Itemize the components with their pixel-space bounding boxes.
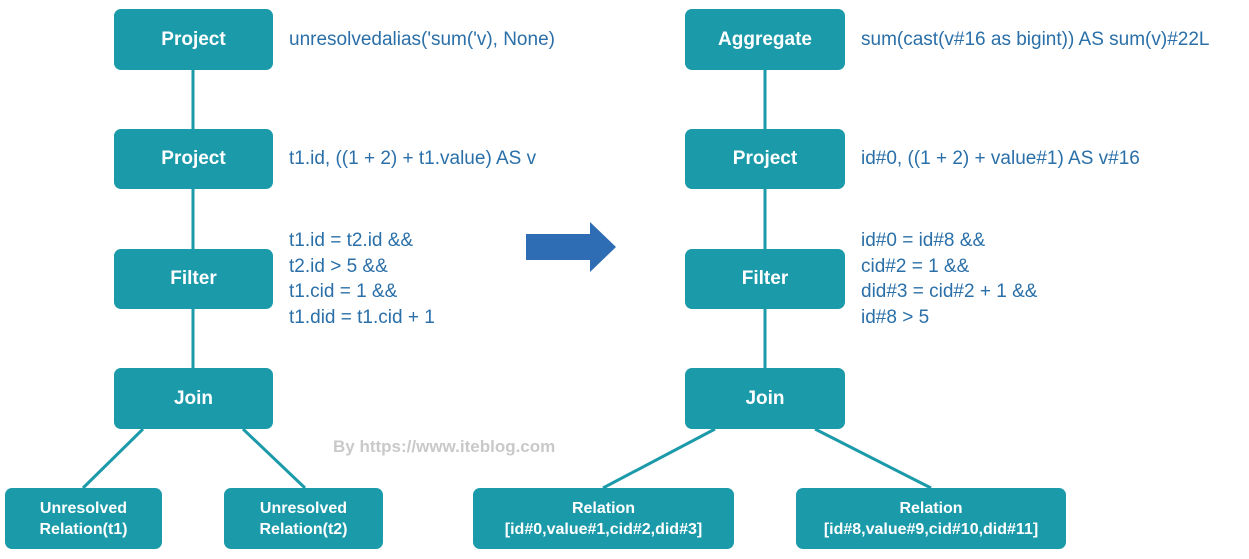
left-filter-condition-4: t1.did = t1.cid + 1 bbox=[289, 306, 435, 328]
left-project-label: Project bbox=[161, 148, 226, 169]
left-leaf1-line2: Relation(t1) bbox=[39, 520, 128, 538]
left-leaf-relation-t1: Unresolved Relation(t1) bbox=[5, 488, 162, 549]
left-leaf-relation-t2: Unresolved Relation(t2) bbox=[224, 488, 383, 549]
right-filter-condition-1: id#0 = id#8 && bbox=[861, 230, 986, 251]
right-filter-note: id#0 = id#8 && cid#2 = 1 && did#3 = cid#… bbox=[861, 228, 1037, 330]
left-project-node: Project bbox=[114, 129, 273, 189]
edge-left-join-leaf1 bbox=[81, 427, 145, 490]
right-join-label: Join bbox=[745, 387, 785, 409]
right-join-node: Join bbox=[685, 368, 845, 429]
right-leaf1-line2: [id#0,value#1,cid#2,did#3] bbox=[504, 520, 703, 538]
right-filter-condition-3: did#3 = cid#2 + 1 && bbox=[861, 281, 1038, 302]
right-project-label: Project bbox=[732, 148, 798, 169]
left-join-node: Join bbox=[114, 368, 273, 429]
right-aggregate-label: Aggregate bbox=[718, 28, 812, 50]
right-leaf2-line2: [id#8,value#9,cid#10,did#11] bbox=[823, 520, 1039, 538]
edge-right-join-leaf1 bbox=[602, 427, 716, 490]
right-aggregate-node: Aggregate bbox=[685, 9, 845, 70]
right-aggregate-note: sum(cast(v#16 as bigint)) AS sum(v)#22L bbox=[861, 29, 1210, 50]
transform-arrow bbox=[526, 222, 616, 272]
right-leaf1-line1: Relation bbox=[571, 499, 636, 517]
right-leaf-relation-2: Relation [id#8,value#9,cid#10,did#11] bbox=[796, 488, 1066, 549]
left-leaf1-line1: Unresolved bbox=[39, 499, 128, 517]
edge-right-join-leaf2 bbox=[814, 427, 932, 490]
right-leaf-relation-1: Relation [id#0,value#1,cid#2,did#3] bbox=[473, 488, 734, 549]
watermark: By https://www.iteblog.com bbox=[333, 437, 556, 456]
right-project-note: id#0, ((1 + 2) + value#1) AS v#16 bbox=[861, 148, 1140, 169]
left-filter-condition-1: t1.id = t2.id && bbox=[289, 230, 414, 251]
left-filter-node: Filter bbox=[114, 249, 273, 309]
left-leaf2-line2: Relation(t2) bbox=[259, 520, 348, 538]
left-project-top-label: Project bbox=[161, 28, 226, 50]
left-join-label: Join bbox=[173, 387, 214, 409]
right-filter-node: Filter bbox=[685, 249, 845, 309]
left-filter-note: t1.id = t2.id && t2.id > 5 && t1.cid = 1… bbox=[289, 228, 435, 330]
left-filter-condition-2: t2.id > 5 && bbox=[289, 255, 388, 277]
left-filter-label: Filter bbox=[170, 268, 217, 289]
right-leaf2-line1: Relation bbox=[899, 499, 963, 517]
right-filter-condition-4: id#8 > 5 bbox=[861, 306, 930, 328]
right-project-node: Project bbox=[685, 129, 845, 189]
left-project-note: t1.id, ((1 + 2) + t1.value) AS v bbox=[289, 148, 537, 169]
right-filter-condition-2: cid#2 = 1 && bbox=[861, 255, 970, 277]
left-project-top-node: Project bbox=[114, 9, 273, 70]
edge-left-join-leaf2 bbox=[241, 427, 307, 490]
left-project-top-note: unresolvedalias('sum('v), None) bbox=[289, 29, 555, 50]
left-leaf2-line1: Unresolved bbox=[259, 499, 348, 517]
left-filter-condition-3: t1.cid = 1 && bbox=[289, 281, 398, 302]
right-filter-label: Filter bbox=[741, 268, 789, 289]
